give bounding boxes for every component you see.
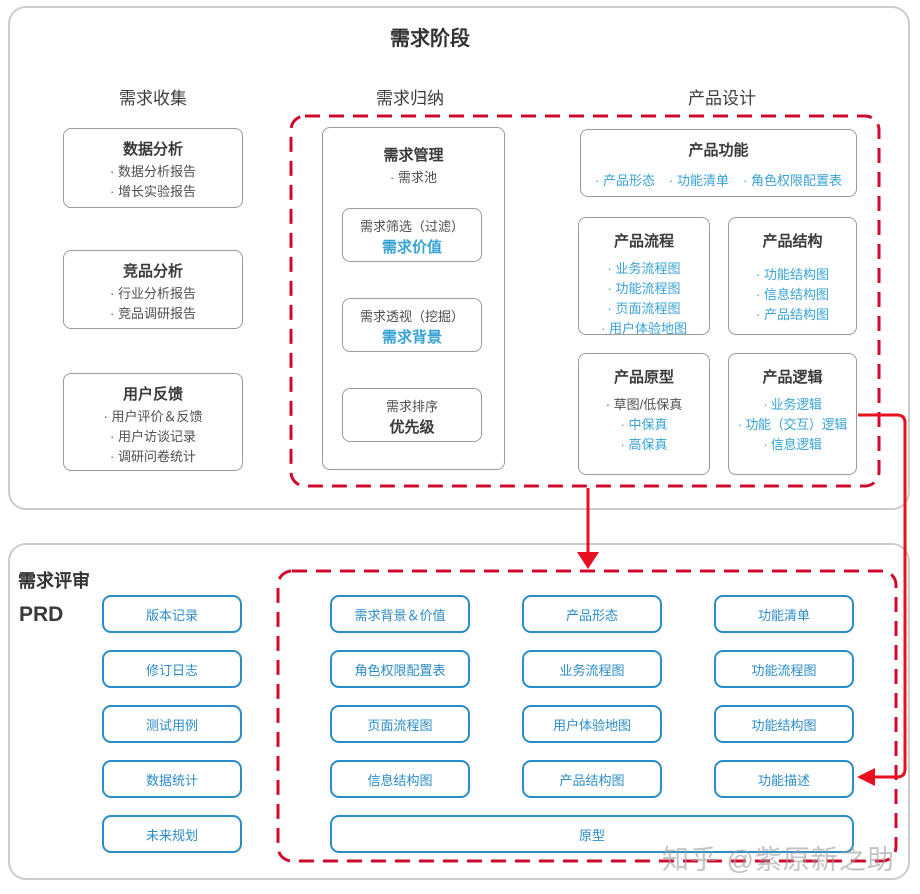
box-items: 业务流程图 功能流程图 页面流程图 用户体验地图 [579, 259, 709, 340]
list-item: 行业分析报告 [64, 284, 242, 304]
list-item: 竞品调研报告 [64, 304, 242, 324]
step-priority-box: 需求排序 优先级 [342, 388, 482, 442]
grid-item-function-description: 功能描述 [714, 760, 854, 798]
step-label: 需求排序 [385, 399, 438, 414]
column-header-design: 产品设计 [688, 89, 756, 108]
list-item: 功能（交互）逻辑 [729, 415, 856, 435]
list-item: 高保真 [579, 435, 709, 455]
list-item: 信息逻辑 [729, 435, 856, 455]
list-item: 信息结构图 [729, 285, 856, 305]
list-item: 调研问卷统计 [64, 447, 242, 467]
step-label: 需求透视（挖掘） [359, 309, 464, 324]
prd-item-version-record: 版本记录 [102, 595, 242, 633]
list-item: 产品结构图 [729, 305, 856, 325]
list-item: 页面流程图 [579, 299, 709, 319]
review-heading: 需求评审 [18, 571, 90, 591]
grid-item: 需求背景＆价值 [330, 595, 470, 633]
list-item: 数据分析报告 [64, 162, 242, 182]
box-title: 用户反馈 [122, 386, 183, 403]
list-item: 增长实验报告 [64, 182, 242, 202]
prd-item-future-plan: 未来规划 [102, 815, 242, 853]
box-items: 产品形态 功能清单 角色权限配置表 [581, 170, 856, 189]
grid-item: 角色权限配置表 [330, 650, 470, 688]
list-item: 业务流程图 [579, 259, 709, 279]
list-item: 草图/低保真 [579, 395, 709, 415]
step-insight-box: 需求透视（挖掘） 需求背景 [342, 298, 482, 352]
list-item: 用户体验地图 [579, 319, 709, 339]
list-item: 业务逻辑 [729, 395, 856, 415]
product-logic-box: 产品逻辑 业务逻辑 功能（交互）逻辑 信息逻辑 [728, 353, 857, 475]
box-title: 产品结构 [762, 233, 823, 250]
step-value: 优先级 [389, 419, 435, 436]
competitor-analysis-box: 竞品分析 行业分析报告 竞品调研报告 [63, 250, 243, 329]
box-title: 产品功能 [688, 142, 749, 159]
prd-item-data-stats: 数据统计 [102, 760, 242, 798]
box-items: 用户评价＆反馈 用户访谈记录 调研问卷统计 [64, 407, 242, 467]
step-filter-box: 需求筛选（过滤） 需求价值 [342, 208, 482, 262]
box-items: 草图/低保真 中保真 高保真 [579, 395, 709, 455]
list-item: 用户访谈记录 [64, 427, 242, 447]
prd-label: PRD [19, 603, 64, 626]
page-title: 需求阶段 [390, 28, 470, 50]
prd-item-test-cases: 测试用例 [102, 705, 242, 743]
product-prototype-box: 产品原型 草图/低保真 中保真 高保真 [578, 353, 710, 475]
box-items: 数据分析报告 增长实验报告 [64, 162, 242, 202]
user-feedback-box: 用户反馈 用户评价＆反馈 用户访谈记录 调研问卷统计 [63, 373, 243, 471]
product-structure-box: 产品结构 功能结构图 信息结构图 产品结构图 [728, 217, 857, 335]
grid-item: 业务流程图 [522, 650, 662, 688]
step-label: 需求筛选（过滤） [359, 219, 464, 234]
box-title: 竞品分析 [122, 263, 183, 280]
box-title: 产品逻辑 [762, 369, 823, 386]
box-items: 行业分析报告 竞品调研报告 [64, 284, 242, 324]
box-items: 需求池 [323, 168, 504, 188]
grid-item: 功能清单 [714, 595, 854, 633]
grid-item: 功能结构图 [714, 705, 854, 743]
box-items: 功能结构图 信息结构图 产品结构图 [729, 265, 856, 325]
box-items: 业务逻辑 功能（交互）逻辑 信息逻辑 [729, 395, 856, 455]
list-item: 中保真 [579, 415, 709, 435]
box-title: 产品流程 [613, 233, 674, 250]
grid-item: 信息结构图 [330, 760, 470, 798]
grid-item: 页面流程图 [330, 705, 470, 743]
watermark: 知乎 @紫原新之助 [662, 845, 895, 875]
box-title: 数据分析 [122, 141, 183, 158]
list-item: 功能流程图 [579, 279, 709, 299]
list-item: 功能清单 [669, 170, 729, 189]
list-item: 需求池 [323, 168, 504, 188]
step-value: 需求背景 [381, 329, 442, 346]
product-feature-box: 产品功能 产品形态 功能清单 角色权限配置表 [580, 129, 857, 197]
column-header-organize: 需求归纳 [376, 89, 444, 108]
data-analysis-box: 数据分析 数据分析报告 增长实验报告 [63, 128, 243, 208]
box-title: 产品原型 [613, 369, 674, 386]
prd-item-revision-log: 修订日志 [102, 650, 242, 688]
grid-item: 产品形态 [522, 595, 662, 633]
list-item: 角色权限配置表 [743, 170, 842, 189]
grid-item: 功能流程图 [714, 650, 854, 688]
grid-item: 产品结构图 [522, 760, 662, 798]
step-value: 需求价值 [381, 239, 442, 256]
list-item: 产品形态 [595, 170, 655, 189]
column-header-collect: 需求收集 [119, 89, 187, 108]
list-item: 功能结构图 [729, 265, 856, 285]
list-item: 用户评价＆反馈 [64, 407, 242, 427]
product-flow-box: 产品流程 业务流程图 功能流程图 页面流程图 用户体验地图 [578, 217, 710, 336]
box-title: 需求管理 [383, 147, 444, 164]
grid-item: 用户体验地图 [522, 705, 662, 743]
